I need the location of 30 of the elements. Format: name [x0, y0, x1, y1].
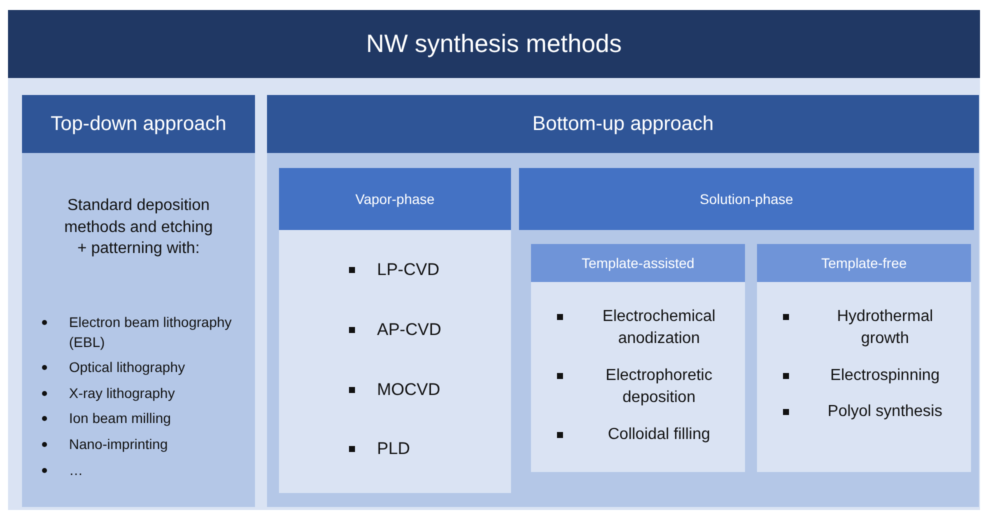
list-item: Electron beam lithography (EBL)	[69, 313, 233, 352]
panel-heading: NW synthesis methods	[8, 10, 980, 78]
list-item: AP-CVD	[377, 318, 442, 341]
list-item: Polyol synthesis	[826, 402, 944, 422]
group-panel	[8, 10, 980, 510]
panel-heading: Vapor-phase	[279, 168, 511, 230]
panel-heading: Top-down approach	[22, 95, 255, 153]
group-panel	[757, 244, 971, 472]
list-item: Electrochemical anodization	[602, 307, 716, 350]
list-item: PLD	[377, 438, 412, 460]
list-item: Hydrothermal growth	[836, 307, 934, 350]
intro-text: Standard deposition methods and etching + patterning with:	[63, 196, 214, 260]
group-panel	[267, 95, 979, 507]
list-item: Optical lithography	[69, 358, 186, 378]
list-item: X-ray lithography	[69, 384, 176, 403]
panel-heading: Bottom-up approach	[267, 95, 979, 153]
panel-heading: Solution-phase	[519, 168, 974, 230]
list-item: MOCVD	[377, 378, 442, 401]
list-item: LP-CVD	[377, 259, 440, 281]
list-item: Ion beam milling	[69, 409, 172, 428]
group-panel	[531, 244, 745, 472]
group-panel	[22, 95, 255, 507]
list-item: Electrophoretic deposition	[604, 366, 714, 408]
list-item: Nano-imprinting	[69, 434, 169, 454]
group-panel	[279, 168, 511, 493]
list-item: …	[69, 460, 84, 480]
list-item: Electrospinning	[829, 366, 941, 386]
list-item: Colloidal filling	[606, 424, 712, 445]
panel-heading: Template-assisted	[531, 244, 745, 282]
panel-heading: Template-free	[757, 244, 971, 282]
